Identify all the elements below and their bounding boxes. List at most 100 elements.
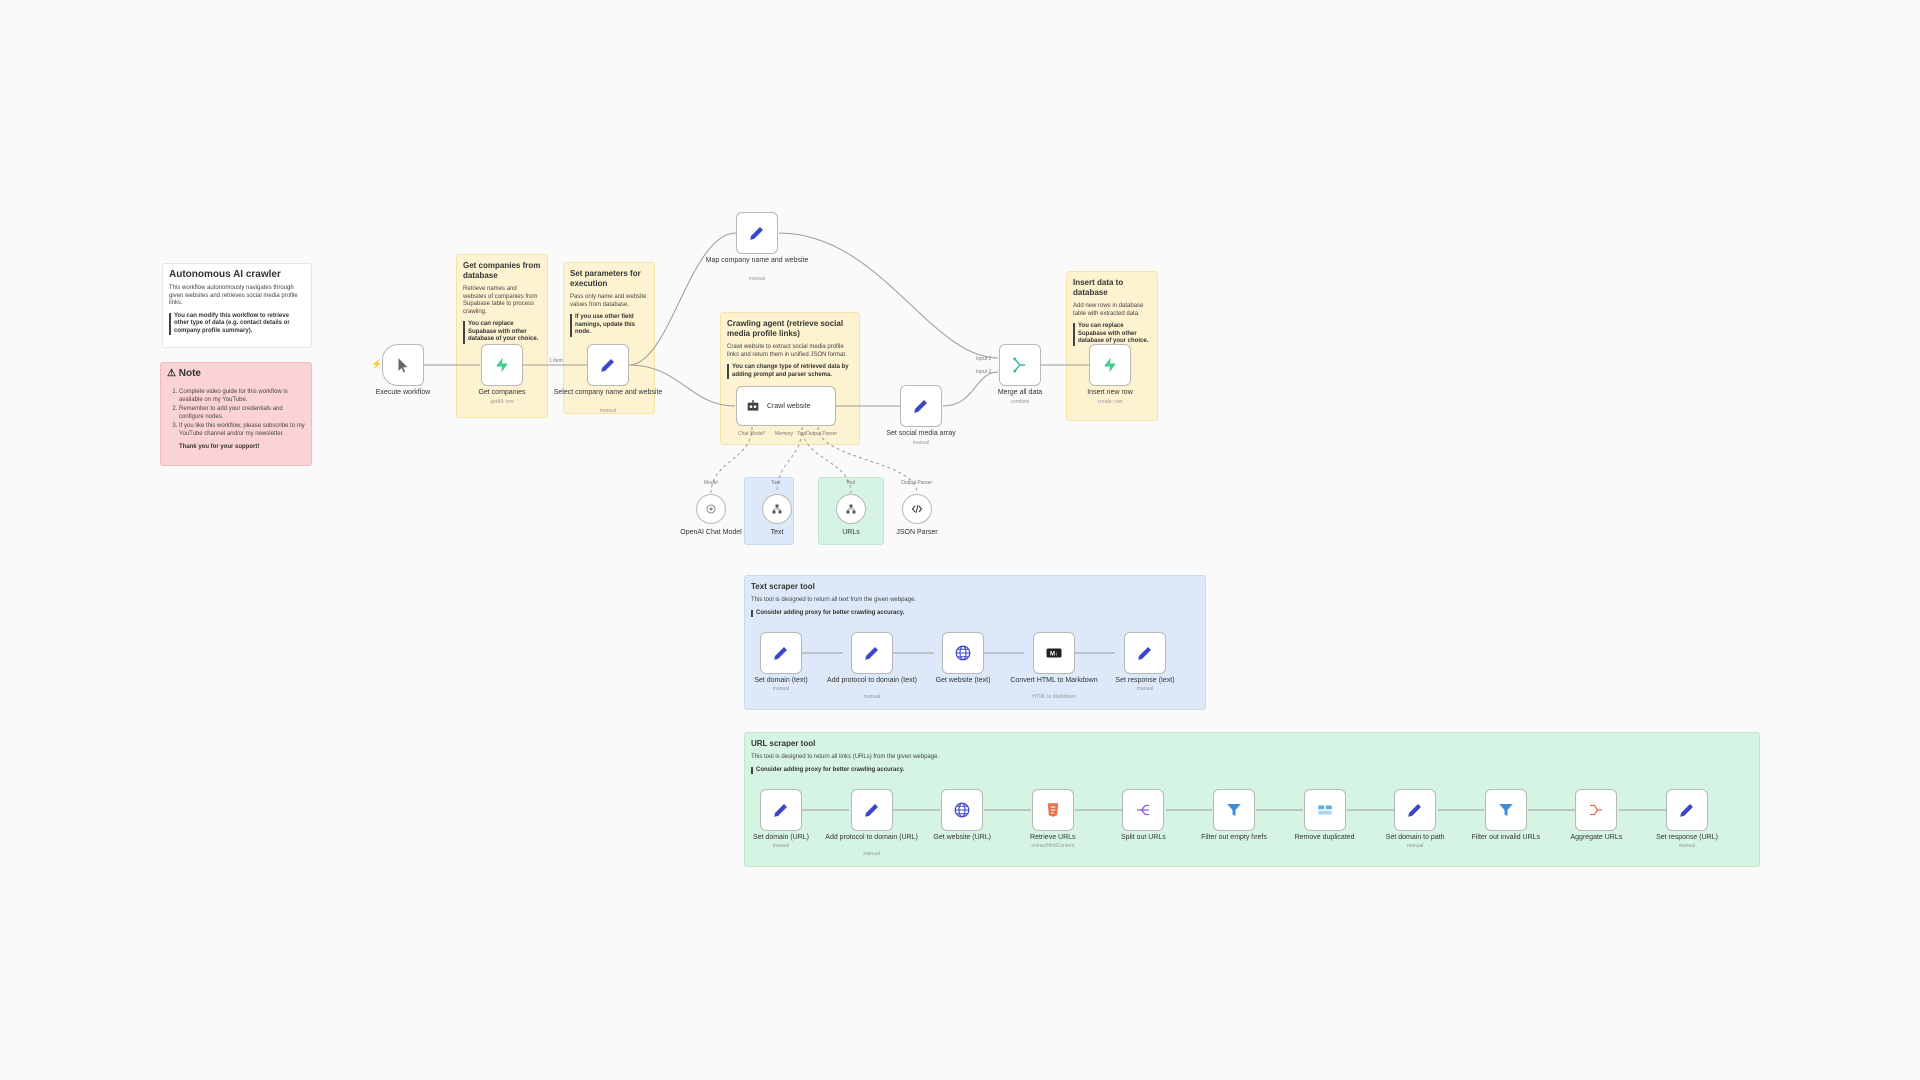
set-params-note-warning: If you use other field namings, update t… [570,314,648,337]
insert-data-note-title: Insert data to database [1073,278,1124,297]
note-thanks: Thank you for your support! [179,444,260,450]
text-tool-node[interactable] [762,494,792,524]
url-scraper-node[interactable] [1303,789,1346,831]
note-item: Remember to add your credentials and con… [179,406,305,421]
pencil-icon [865,647,878,660]
tool-icon [846,504,856,514]
url-scraper-node[interactable] [1213,789,1255,831]
memory-port: Memory [775,431,794,437]
text-scraper-node-label: Convert HTML to Markdown [1010,677,1098,684]
text-scraper-node-label: Add protocol to domain (text) [827,677,917,684]
wire [801,426,852,494]
select-company-node[interactable] [587,344,629,386]
url-scraper-note-body: This tool is designed to return all link… [751,754,940,760]
url-scraper-node-label: Filter out invalid URLs [1471,834,1541,841]
set-params-sticky[interactable]: Set parameters for execution Pass only n… [563,262,655,414]
url-scraper-node[interactable] [1666,789,1708,831]
urls-tool-node[interactable] [836,494,866,524]
json-parser-label: JSON Parser [896,529,938,536]
text-tool-port-label: Tool [771,480,781,486]
url-scraper-node-label: Split out URLs [1121,834,1166,841]
url-scraper-node[interactable] [1484,789,1527,831]
url-scraper-node-label: Get website (URL) [933,834,991,841]
set-social-sub: manual [912,440,930,446]
note-sticky[interactable]: ⚠ Note Complete video guide for this wor… [160,362,312,466]
crawl-website-node[interactable]: Crawl website [736,386,836,426]
url-scraper-node[interactable] [760,789,802,831]
split-icon [1137,804,1150,816]
text-scraper-node[interactable] [760,632,802,674]
edge-label-input1: Input 1 [976,356,992,362]
pencil-icon [774,804,787,817]
merge-all-label: Merge all data [997,389,1043,396]
url-scraper-node-sub: manual [772,843,790,849]
supabase-icon [1104,357,1116,373]
main-sticky-note[interactable]: Autonomous AI crawler This workflow auto… [162,263,312,348]
pencil-icon [1408,804,1422,817]
text-scraper-node-sub: manual [863,694,881,700]
robot-icon [747,400,759,411]
wire [817,426,918,494]
get-companies-label: Get companies [478,389,526,396]
text-scraper-node[interactable] [1124,632,1166,674]
main-note-body: This workflow autonomously navigates thr… [169,285,298,306]
wire [628,232,737,366]
openai-model-label: OpenAI Chat Model [680,529,742,536]
chat-model-port: Chat Model* [738,431,766,437]
execute-workflow-node[interactable] [382,344,424,386]
text-scraper-node-sub: manual [1136,686,1154,692]
get-companies-sub: getAll: row [490,399,514,405]
insert-row-sub: create: row [1097,399,1123,405]
pencil-icon [1680,804,1693,817]
supabase-icon [496,357,508,373]
insert-row-node[interactable] [1089,344,1131,386]
text-scraper-node[interactable] [851,632,893,674]
url-scraper-node[interactable] [1122,789,1165,831]
wire [942,371,999,407]
url-scraper-node[interactable] [1031,789,1074,831]
url-scraper-node[interactable] [941,789,984,831]
urls-tool-label: URLs [842,529,860,536]
map-company-node[interactable] [736,212,778,254]
globe-icon [954,802,970,818]
pencil-icon [864,804,878,817]
merge-icon [1013,357,1026,373]
text-scraper-node[interactable] [942,632,984,674]
text-scraper-node-label: Set response (text) [1115,677,1175,684]
set-social-node[interactable] [900,385,942,427]
json-parser-node[interactable] [902,494,932,524]
url-scraper-node-label: Set domain to path [1385,834,1445,841]
pencil-icon [750,227,763,240]
url-scraper-node-sub: extractHtmlContent [1031,843,1075,849]
url-scraper-node-label: Add protocol to domain (URL) [825,834,918,841]
wire [628,364,736,407]
text-scraper-node[interactable]: M↓ [1033,632,1075,674]
json-parser-port-label: Output Parser [901,480,933,486]
get-companies-node[interactable] [481,344,523,386]
select-company-sub: manual [599,408,617,414]
url-scraper-node[interactable] [1394,789,1437,831]
text-scraper-note-body: This tool is designed to return all text… [751,597,917,603]
tool-icon [772,504,782,514]
openai-model-node[interactable] [696,494,726,524]
text-tool-label: Text [770,529,784,536]
url-scraper-node[interactable] [1575,789,1618,831]
pencil-icon [914,400,927,413]
crawl-website-label: Crawl website [767,402,811,410]
url-scraper-node-sub: manual [1678,843,1696,849]
markdown-icon: M↓ [1046,648,1062,658]
edge-label-input2: Input 2 [976,369,992,375]
set-params-note-title: Set parameters for execution [570,269,641,288]
url-scraper-node-label: Set domain (URL) [752,834,810,841]
url-scraper-node[interactable] [850,789,893,831]
merge-all-node[interactable] [999,344,1041,386]
get-companies-sticky[interactable]: Get companies from database Retrieve nam… [456,254,548,418]
insert-data-note-body: Add new rows in database table with extr… [1073,303,1144,317]
wire [778,232,999,359]
note-item: If you like this workflow, please subscr… [179,423,305,438]
urls-tool-port-label: Tool [846,480,856,486]
trigger-bolt-icon: ⚡ [371,359,383,369]
main-note-warning: You can modify this workflow to retrieve… [169,312,305,335]
